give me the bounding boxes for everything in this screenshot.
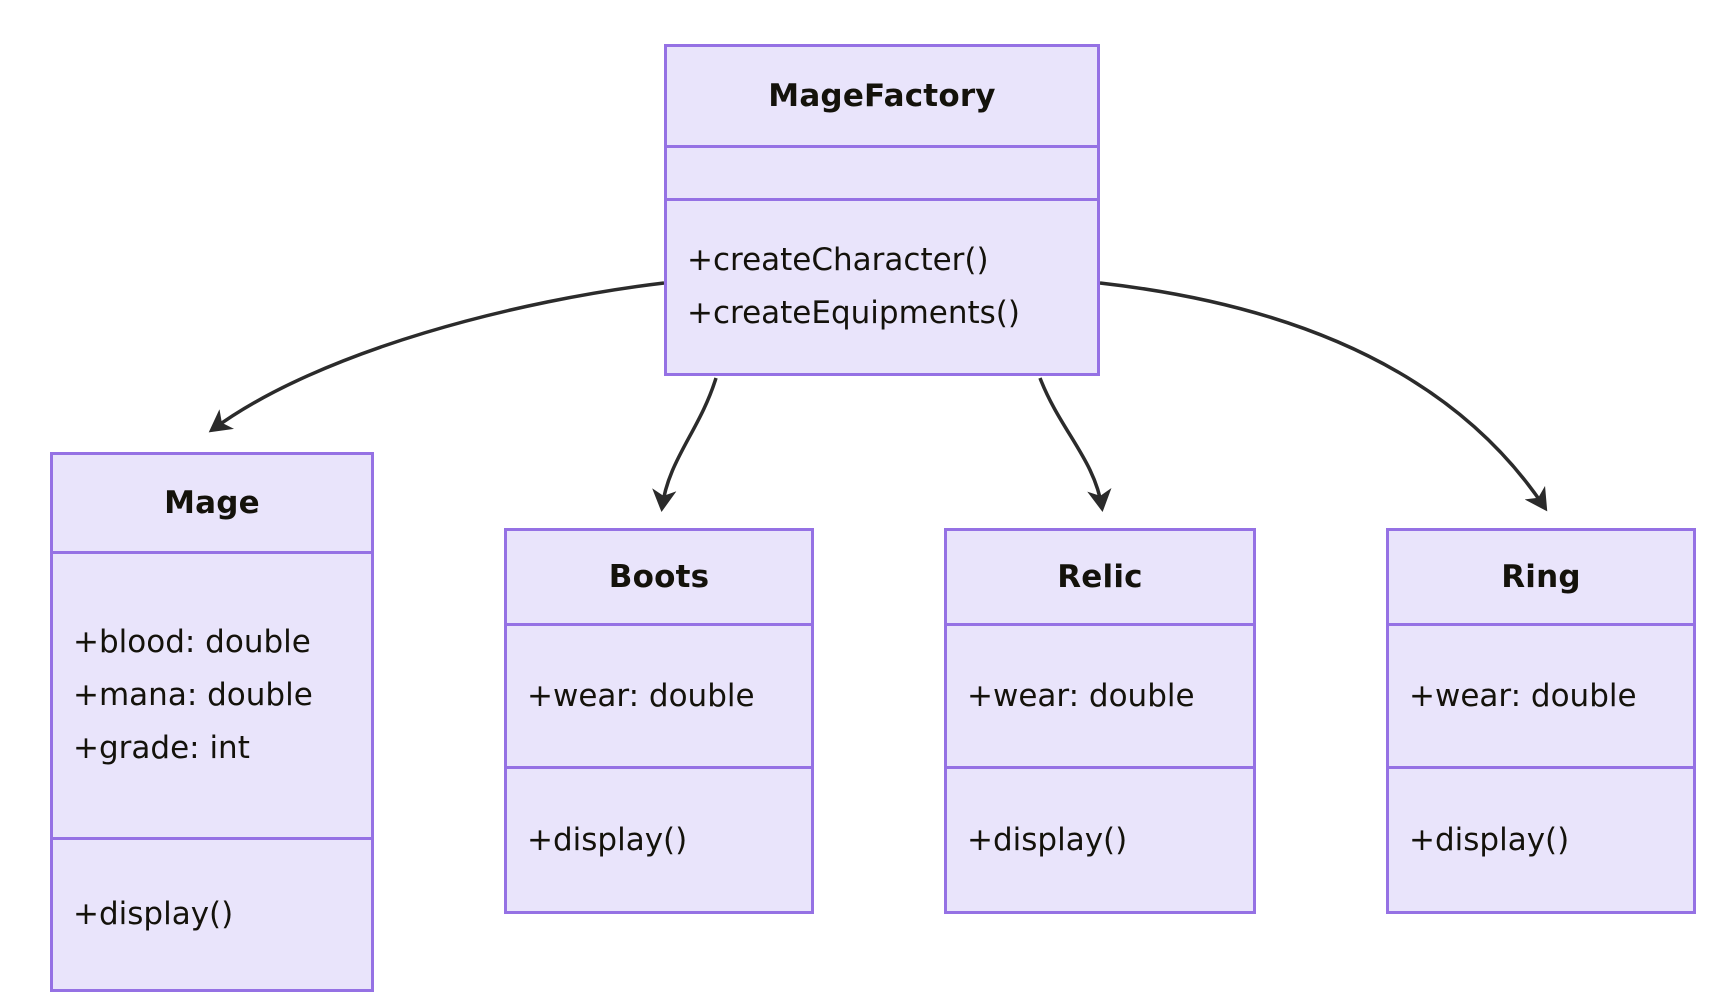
class-member: +blood: double <box>73 624 311 660</box>
class-name-mage: Mage <box>164 485 260 521</box>
edge-magefactory-to-mage <box>208 281 665 433</box>
class-member: +display() <box>967 821 1128 858</box>
class-member: +createEquipments() <box>687 295 1020 331</box>
methods-compartment-relic: +display() <box>947 769 1253 911</box>
class-name-ring: Ring <box>1501 559 1581 595</box>
class-node-relic[interactable]: Relic +wear: double +display() <box>944 528 1256 914</box>
class-node-magefactory[interactable]: MageFactory +createCharacter() +createEq… <box>664 44 1100 376</box>
class-name-magefactory: MageFactory <box>768 78 996 114</box>
attributes-compartment-mage: +blood: double +mana: double +grade: int <box>53 554 371 837</box>
class-member: +mana: double <box>73 677 313 713</box>
compartment-divider <box>507 766 811 769</box>
compartment-divider <box>507 623 811 626</box>
class-member: +wear: double <box>967 677 1195 714</box>
class-node-boots[interactable]: Boots +wear: double +display() <box>504 528 814 914</box>
attributes-compartment-magefactory <box>667 148 1097 198</box>
class-member: +grade: int <box>73 730 250 766</box>
methods-compartment-ring: +display() <box>1389 769 1693 911</box>
compartment-divider <box>1389 623 1693 626</box>
compartment-divider <box>667 198 1097 201</box>
compartment-divider <box>947 766 1253 769</box>
class-node-ring[interactable]: Ring +wear: double +display() <box>1386 528 1696 914</box>
methods-compartment-magefactory: +createCharacter() +createEquipments() <box>667 201 1097 373</box>
methods-compartment-mage: +display() <box>53 840 371 989</box>
edge-magefactory-to-relic <box>1038 377 1112 513</box>
methods-compartment-boots: +display() <box>507 769 811 911</box>
class-node-mage[interactable]: Mage +blood: double +mana: double +grade… <box>50 452 374 992</box>
class-name-boots: Boots <box>608 559 710 595</box>
class-name-relic: Relic <box>1057 559 1143 595</box>
compartment-divider <box>53 551 371 554</box>
compartment-divider <box>947 623 1253 626</box>
attributes-compartment-boots: +wear: double <box>507 626 811 766</box>
edge-magefactory-to-ring <box>1099 281 1548 512</box>
class-member: +display() <box>527 821 688 858</box>
attributes-compartment-relic: +wear: double <box>947 626 1253 766</box>
class-member: +display() <box>1409 821 1570 858</box>
attributes-compartment-ring: +wear: double <box>1389 626 1693 766</box>
compartment-divider <box>1389 766 1693 769</box>
class-member: +createCharacter() <box>687 242 989 278</box>
edge-magefactory-to-boots <box>652 377 718 513</box>
class-member: +display() <box>73 896 234 932</box>
compartment-divider <box>667 145 1097 148</box>
class-member: +wear: double <box>1409 677 1637 714</box>
class-member: +wear: double <box>527 677 755 714</box>
compartment-divider <box>53 837 371 840</box>
